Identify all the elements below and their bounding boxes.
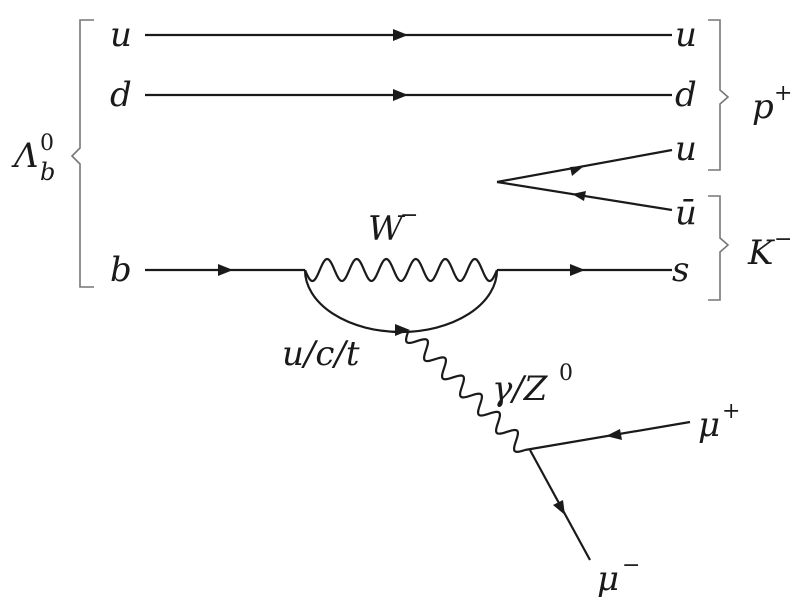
ubar-pair-arrow (572, 191, 586, 201)
proton-sup: + (774, 81, 792, 106)
lambda-b-label: Λ (11, 136, 39, 176)
b-quark-arrow (218, 264, 233, 276)
right-u-mid-label: u (675, 129, 697, 169)
w-boson-line (303, 257, 499, 283)
left-b-label: b (110, 250, 132, 290)
u-quark-arrow (393, 29, 408, 41)
mu-plus-sup: + (722, 399, 740, 424)
w-label: W (368, 209, 406, 249)
gamma-z-sup: 0 (559, 361, 573, 386)
u-pair-arrow (570, 166, 584, 176)
mu-minus-arrow (553, 500, 565, 515)
mu-minus-sup: − (622, 553, 640, 578)
left-u-label: u (110, 15, 132, 55)
gamma-z-label: γ/Z (492, 369, 549, 409)
proton-brace (708, 19, 730, 171)
u-pair-line (496, 148, 673, 184)
loop-label: u/c/t (282, 334, 360, 374)
right-u-top-label: u (675, 15, 697, 55)
w-sup: − (400, 203, 418, 228)
mu-minus-label: μ (597, 559, 619, 599)
mu-plus-arrow (606, 429, 622, 440)
lambda-brace (70, 19, 94, 288)
gamma-z-boson-line (404, 331, 526, 453)
d-quark-arrow (393, 89, 408, 101)
kaon-sup: − (774, 227, 792, 252)
proton-label: p (752, 87, 774, 127)
loop-quark-line (303, 269, 499, 334)
left-d-label: d (110, 75, 132, 115)
mu-plus-label: μ (698, 405, 720, 445)
kaon-label: K (747, 233, 776, 273)
loop-quark-arrow (395, 324, 410, 336)
right-ubar-label: ū (675, 193, 697, 233)
kaon-brace (708, 195, 730, 301)
lambda-b-sub: b (40, 158, 55, 186)
lambda-b-sup: 0 (40, 131, 54, 156)
right-d-label: d (675, 75, 697, 115)
s-quark-arrow (570, 264, 585, 276)
right-s-label: s (672, 250, 689, 290)
